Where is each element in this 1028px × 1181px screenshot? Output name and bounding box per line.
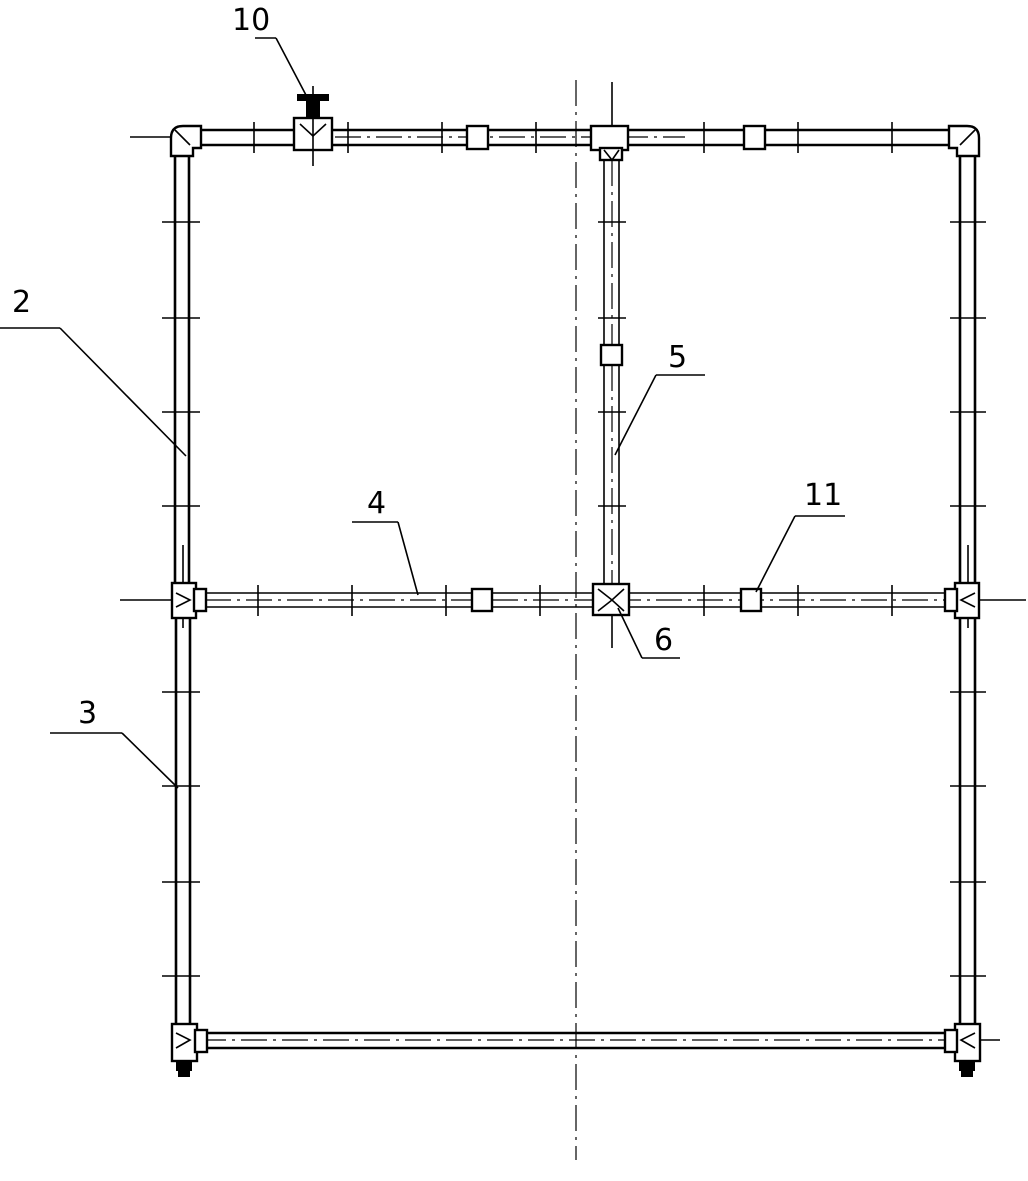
coupling [739, 587, 763, 613]
coupling [599, 343, 624, 367]
callout-6: 6 [654, 623, 673, 658]
elbow-top-left [169, 124, 203, 158]
callout-4: 4 [367, 486, 386, 521]
callout-11: 11 [804, 478, 842, 513]
elbow-top-right [947, 124, 981, 158]
tee-middle-left [170, 581, 208, 620]
left-pipe-upper [173, 150, 191, 585]
pipes [173, 128, 977, 1050]
tee-bottom-right [943, 1022, 982, 1077]
valve-icon [292, 86, 334, 166]
tee-bottom-left [170, 1022, 209, 1077]
drain-plug-icon [959, 1061, 975, 1071]
leader-lines [0, 37, 845, 789]
callout-labels: 2 3 4 5 6 10 11 [12, 3, 842, 731]
cross-fitting [591, 582, 631, 617]
tee-top [589, 124, 630, 162]
callout-10: 10 [232, 3, 270, 38]
middle-pipe [200, 592, 950, 608]
couplings [465, 124, 767, 613]
coupling [470, 587, 494, 613]
coupling [742, 124, 767, 151]
coupling [465, 124, 490, 151]
callout-5: 5 [668, 340, 687, 375]
callout-3: 3 [78, 696, 97, 731]
tee-middle-right [943, 581, 981, 620]
center-lines [200, 80, 958, 1160]
left-pipe-lower [174, 618, 192, 1025]
bottom-pipe [200, 1031, 955, 1050]
callout-2: 2 [12, 285, 31, 320]
extension-lines [120, 82, 1026, 1041]
fittings [169, 124, 982, 1077]
tick-marks [162, 122, 986, 977]
drain-plug-icon [176, 1061, 192, 1071]
